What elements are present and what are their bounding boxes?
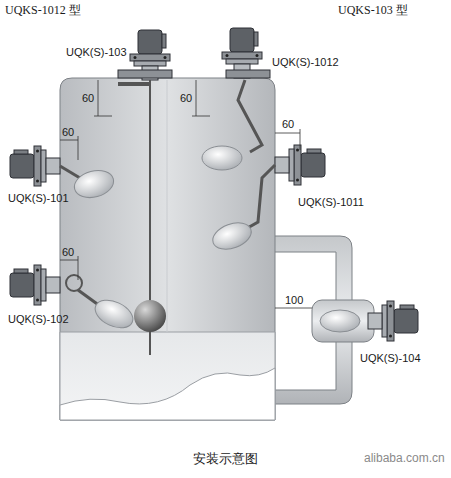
part-label: UQK(S)-1011 xyxy=(298,196,364,208)
dimension-label: 60 xyxy=(180,92,192,104)
caption: 安装示意图 xyxy=(193,452,258,466)
part-label: UQK(S)-102 xyxy=(8,313,69,325)
dimension-label: 60 xyxy=(62,246,74,258)
part-label: UQK(S)-101 xyxy=(8,192,69,204)
part-label: UQKS-103 型 xyxy=(338,4,408,17)
part-label: UQK(S)-104 xyxy=(360,352,421,364)
dimension-label: 60 xyxy=(82,92,94,104)
part-label: UQK(S)-103 xyxy=(66,46,127,58)
part-label: UQK(S)-1012 xyxy=(272,56,339,68)
dimension-label: 60 xyxy=(282,118,294,130)
dimension-label: 100 xyxy=(285,294,303,306)
part-label: UQKS-1012 型 xyxy=(5,4,81,17)
watermark: alibaba.com.cn xyxy=(364,452,445,465)
dimension-label: 60 xyxy=(62,126,74,138)
